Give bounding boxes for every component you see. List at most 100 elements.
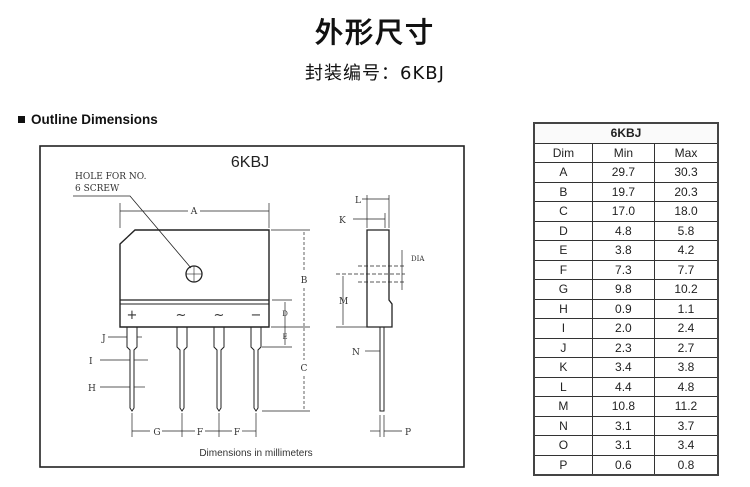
page-title: 外形尺寸 bbox=[314, 16, 435, 49]
cell-max: 30.3 bbox=[654, 162, 719, 183]
cell-dim: H bbox=[533, 298, 593, 319]
dim-label-f2: F bbox=[234, 428, 240, 438]
dim-label-i: I bbox=[89, 357, 93, 367]
table-title: 6KBJ bbox=[533, 122, 719, 144]
cell-max: 4.8 bbox=[654, 376, 719, 397]
pin-label-minus: − bbox=[251, 308, 262, 323]
cell-dim: D bbox=[533, 220, 593, 241]
dim-label-d: D bbox=[282, 310, 288, 318]
cell-dim: G bbox=[533, 279, 593, 300]
cell-dim: N bbox=[533, 415, 593, 436]
cell-dim: B bbox=[533, 181, 593, 202]
side-pin bbox=[379, 326, 385, 412]
cell-min: 3.1 bbox=[591, 415, 656, 436]
dim-label-e: E bbox=[282, 333, 287, 341]
dim-label-l: L bbox=[355, 196, 361, 206]
column-header-dim: Dim bbox=[533, 142, 593, 163]
package-code: 封装编号：6KBJ bbox=[305, 63, 445, 84]
cell-max: 5.8 bbox=[654, 220, 719, 241]
cell-dim: P bbox=[533, 454, 593, 476]
cell-min: 10.8 bbox=[591, 396, 656, 417]
dim-label-p: P bbox=[405, 428, 411, 438]
cell-min: 3.8 bbox=[591, 240, 656, 261]
cell-dim: M bbox=[533, 396, 593, 417]
side-dim-lines bbox=[336, 195, 405, 437]
cell-dim: L bbox=[533, 376, 593, 397]
dim-label-n: N bbox=[352, 348, 360, 358]
cell-min: 17.0 bbox=[591, 201, 656, 222]
cell-min: 4.4 bbox=[591, 376, 656, 397]
pin-label-ac1: ~ bbox=[176, 308, 187, 323]
cell-min: 7.3 bbox=[591, 259, 656, 280]
side-body bbox=[366, 229, 393, 328]
hole-note-line2: 6 SCREW bbox=[75, 184, 120, 194]
dim-lines bbox=[100, 203, 310, 437]
drawing-frame bbox=[39, 145, 465, 468]
cell-min: 3.1 bbox=[591, 435, 656, 456]
cell-max: 11.2 bbox=[654, 396, 719, 417]
cell-max: 1.1 bbox=[654, 298, 719, 319]
section-heading-label: Outline Dimensions bbox=[31, 112, 158, 127]
cell-max: 7.7 bbox=[654, 259, 719, 280]
cell-min: 2.0 bbox=[591, 318, 656, 339]
dim-label-f1: F bbox=[197, 428, 203, 438]
pin-label-plus: + bbox=[127, 308, 138, 323]
cell-max: 2.7 bbox=[654, 337, 719, 358]
cell-max: 18.0 bbox=[654, 201, 719, 222]
cell-max: 4.2 bbox=[654, 240, 719, 261]
dim-label-j: J bbox=[101, 334, 106, 344]
cell-dim: C bbox=[533, 201, 593, 222]
cell-min: 0.9 bbox=[591, 298, 656, 319]
cell-min: 2.3 bbox=[591, 337, 656, 358]
hole-note-line1: HOLE FOR NO. bbox=[75, 172, 147, 182]
cell-max: 3.8 bbox=[654, 357, 719, 378]
cell-min: 4.8 bbox=[591, 220, 656, 241]
cell-dim: O bbox=[533, 435, 593, 456]
cell-min: 3.4 bbox=[591, 357, 656, 378]
pins bbox=[126, 327, 262, 412]
package-name: 6KBJ bbox=[231, 154, 269, 171]
column-header-min: Min bbox=[591, 142, 656, 163]
section-heading: Outline Dimensions bbox=[18, 112, 158, 127]
front-body bbox=[119, 229, 270, 328]
cell-max: 3.4 bbox=[654, 435, 719, 456]
dim-label-a: A bbox=[190, 207, 198, 217]
cell-min: 19.7 bbox=[591, 181, 656, 202]
dim-label-dia: DIA bbox=[411, 255, 425, 263]
cell-max: 10.2 bbox=[654, 279, 719, 300]
dim-label-g: G bbox=[153, 428, 160, 438]
cell-dim: K bbox=[533, 357, 593, 378]
pin-label-ac2: ~ bbox=[214, 308, 225, 323]
cell-max: 20.3 bbox=[654, 181, 719, 202]
cell-max: 3.7 bbox=[654, 415, 719, 436]
dim-label-h: H bbox=[88, 384, 96, 394]
cell-min: 0.6 bbox=[591, 454, 656, 476]
cell-dim: I bbox=[533, 318, 593, 339]
cell-min: 29.7 bbox=[591, 162, 656, 183]
cell-dim: A bbox=[533, 162, 593, 183]
cell-dim: E bbox=[533, 240, 593, 261]
dim-label-m: M bbox=[339, 297, 348, 307]
hole-leader bbox=[73, 195, 192, 269]
dim-label-c: C bbox=[301, 364, 308, 374]
cell-dim: F bbox=[533, 259, 593, 280]
column-header-max: Max bbox=[654, 142, 719, 163]
dim-label-b: B bbox=[301, 276, 308, 286]
